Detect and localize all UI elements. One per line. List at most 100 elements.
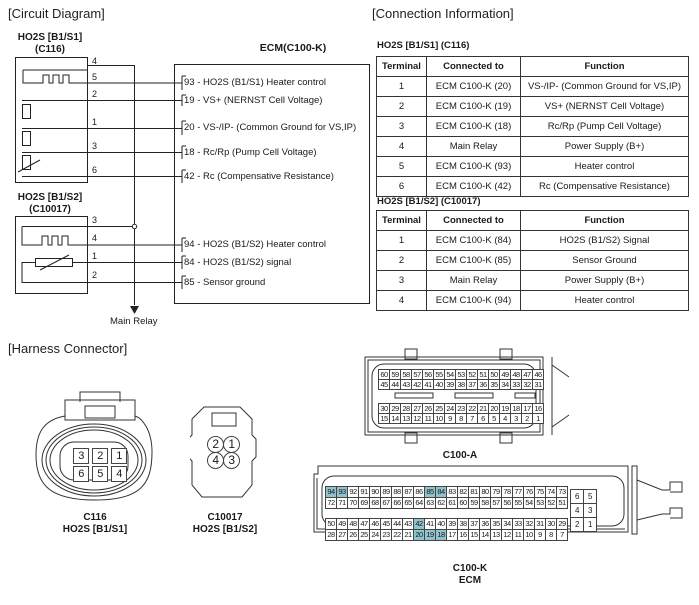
pin-cell: 3: [73, 448, 89, 464]
sensor1-box: [15, 57, 88, 183]
pin-cell: 4: [570, 503, 584, 518]
ecm-box: [174, 64, 370, 304]
cell-terminal: 2: [376, 96, 427, 117]
cell-terminal: 5: [376, 156, 427, 177]
cell-connected-to: ECM C100-K (84): [426, 230, 521, 251]
table1-title: HO2S [B1/S1] (C116): [377, 40, 470, 51]
sensor1-cell-1: [22, 104, 31, 119]
ecm-pin-number: 42: [184, 171, 195, 182]
header-connected-to: Connected to: [426, 210, 521, 231]
cell-function: HO2S (B1/S2) Signal: [520, 230, 689, 251]
c116-caption-id: C116: [83, 512, 107, 523]
ecm-pin-row: 93 - HO2S (B1/S1) Heater control: [184, 77, 326, 88]
pin-cell: 15: [468, 529, 480, 541]
c10017-connector-drawing: [190, 406, 257, 498]
sensor1-name: HO2S [B1/S1] (C116): [10, 32, 90, 56]
ecm-pin-description: - HO2S (B1/S2) Heater control: [194, 239, 327, 250]
cell-function: Power Supply (B+): [520, 136, 689, 157]
ecm-pin-row: 20 - VS-/IP- (Common Ground for VS,IP): [184, 122, 356, 133]
cell-function: Sensor Ground: [520, 250, 689, 271]
connection-info-title: [Connection Information]: [372, 6, 514, 21]
sensor2-box: [15, 216, 88, 294]
cell-terminal: 3: [376, 270, 427, 291]
c116-caption: C116 HO2S [B1/S1]: [50, 512, 140, 536]
main-relay-label: Main Relay: [110, 316, 158, 327]
c100k-connector-drawing: [313, 465, 683, 535]
cell-terminal: 4: [376, 136, 427, 157]
ecm-pin-row: 94 - HO2S (B1/S2) Heater control: [184, 239, 326, 250]
cell-terminal: 4: [376, 290, 427, 311]
ecm-pin-brackets: [181, 75, 186, 289]
pin-cell: 6: [73, 466, 89, 482]
header-terminal: Terminal: [376, 210, 427, 231]
cell-connected-to: ECM C100-K (19): [426, 96, 521, 117]
c100a-connector-drawing: [364, 348, 544, 444]
ecm-pin-row: 19 - VS+ (NERNST Cell Voltage): [184, 95, 322, 106]
c100k-caption-id: C100-K: [452, 563, 488, 574]
s1-pin-label: 5: [92, 72, 98, 82]
ecm-pin-description: - Rc/Rp (Pump Cell Voltage): [194, 147, 317, 158]
header-function: Function: [520, 56, 689, 77]
cell-function: Heater control: [520, 290, 689, 311]
header-terminal: Terminal: [376, 56, 427, 77]
pin-cell: 1: [583, 517, 597, 532]
s1-pin-label: 1: [92, 117, 98, 127]
c10017-caption-name: HO2S [B1/S2]: [192, 524, 258, 535]
c100a-caption: C100-A: [442, 450, 478, 461]
pin-cell: 3: [223, 452, 240, 469]
c116-caption-name: HO2S [B1/S1]: [62, 524, 128, 535]
c100k-caption: C100-K ECM: [430, 563, 510, 587]
pin-cell: 1: [111, 448, 127, 464]
ecm-pin-number: 85: [184, 277, 195, 288]
sensor2-heater-element: [21, 226, 182, 246]
c100a-side-latch: [551, 357, 570, 435]
ecm-pin-number: 18: [184, 147, 195, 158]
cell-function: Rc (Compensative Resistance): [520, 176, 689, 197]
cell-connected-to: ECM C100-K (42): [426, 176, 521, 197]
cell-connected-to: ECM C100-K (18): [426, 116, 521, 137]
harness-connector-title: [Harness Connector]: [8, 341, 128, 356]
cell-terminal: 1: [376, 230, 427, 251]
c10017-caption-id: C10017: [207, 512, 243, 523]
pin-cell: 53: [534, 497, 546, 509]
pin-cell: 57: [490, 497, 502, 509]
ecm-pin-number: 19: [184, 95, 195, 106]
pin-cell: 31: [532, 379, 544, 390]
ecm-pin-description: - Sensor ground: [194, 277, 266, 288]
sensor1-name-text: HO2S [B1/S1]: [17, 32, 83, 43]
table2-title: HO2S [B1/S2] (C10017): [377, 196, 481, 207]
cell-connected-to: Main Relay: [426, 270, 521, 291]
ecm-pin-description: - HO2S (B1/S1) Heater control: [194, 77, 327, 88]
pin-cell: 2: [207, 436, 224, 453]
ecm-pin-number: 20: [184, 122, 195, 133]
sensor1-resistor: [22, 155, 31, 170]
pin-cell: 5: [583, 489, 597, 504]
cell-function: Power Supply (B+): [520, 270, 689, 291]
sensor2-name-text: HO2S [B1/S2]: [17, 192, 83, 203]
cell-connected-to: Main Relay: [426, 136, 521, 157]
pin-cell: 51: [556, 497, 568, 509]
wire-s2-pin2: [21, 262, 182, 283]
junction-dot: [131, 223, 138, 230]
pin-cell: 2: [92, 448, 108, 464]
ecm-pin-row: 18 - Rc/Rp (Pump Cell Voltage): [184, 147, 317, 158]
cell-terminal: 6: [376, 176, 427, 197]
